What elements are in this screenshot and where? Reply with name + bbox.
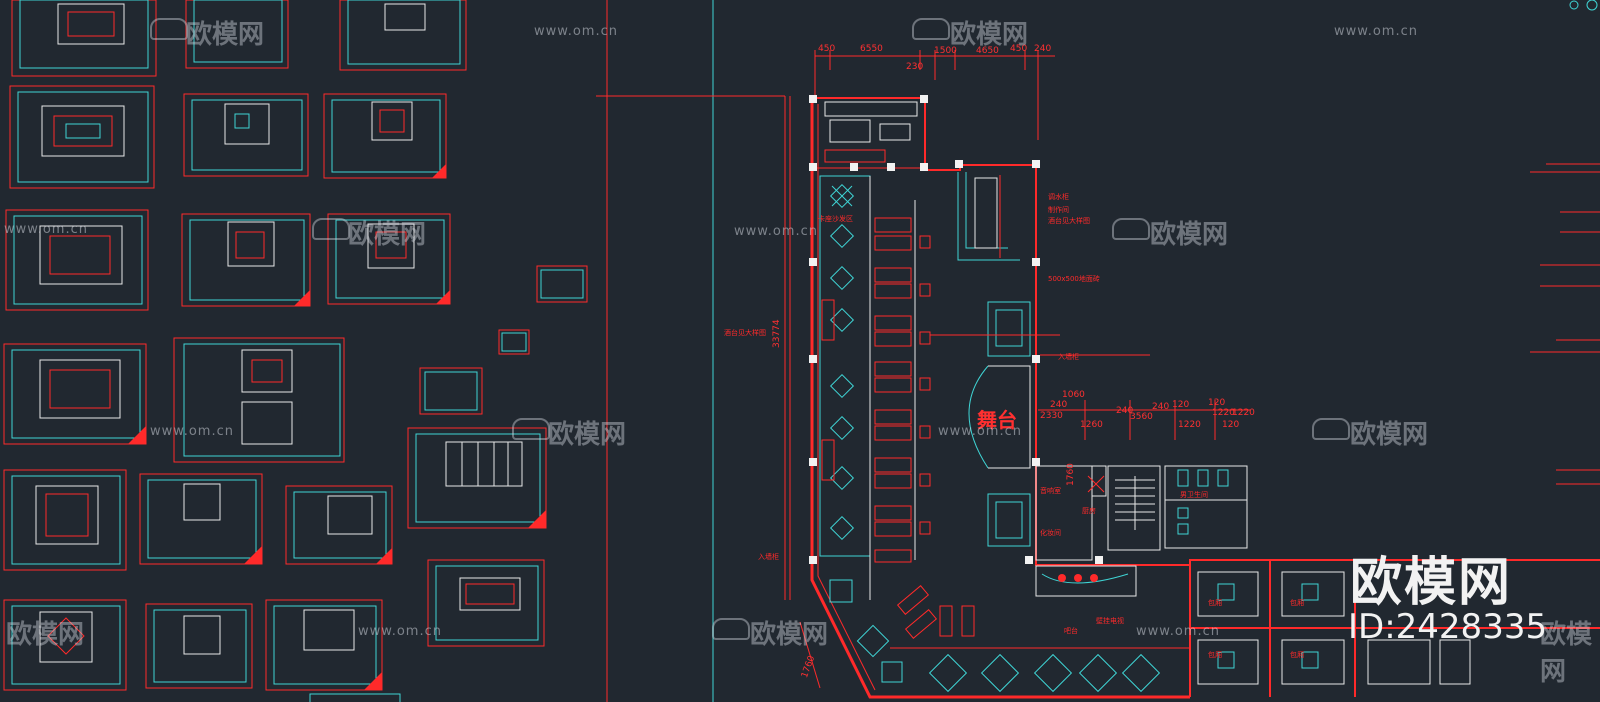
room-label-water-cabinet: 调水柜 — [1048, 193, 1069, 201]
watermark-logo-icon — [1312, 418, 1350, 440]
room-label-wall-cabinet-2: 入墙柜 — [758, 553, 779, 561]
sheet-thumbnails — [3, 0, 588, 702]
watermark-brand: 欧模网 — [1540, 620, 1593, 687]
dimension-top-1: 450 — [818, 44, 836, 54]
dimension-mid-7: 240 — [1152, 402, 1170, 412]
dimension-top-2: 6550 — [860, 44, 883, 54]
dimension-mid-9: 1220 — [1178, 420, 1201, 430]
watermark-logo-icon — [512, 418, 550, 440]
watermark-url: www.om.cn — [1334, 24, 1418, 39]
room-label-floor-tile: 500x500地面砖 — [1048, 275, 1100, 283]
floor-plan — [789, 0, 1600, 699]
watermark-url: www.om.cn — [534, 24, 618, 39]
room-label-bar: 吧台 — [1064, 627, 1078, 635]
room-label-bar-detail-1: 酒台见大样图 — [1048, 217, 1090, 225]
watermark-logo-icon — [1112, 218, 1150, 240]
room-label-wall-tv: 壁挂电视 — [1096, 617, 1124, 625]
room-label-kitchen: 厨房 — [1082, 507, 1096, 515]
watermark-logo-icon — [312, 218, 350, 240]
brand-name: 欧模网 — [1350, 553, 1513, 613]
room-label-dressing-room: 化妆间 — [1040, 529, 1061, 537]
asset-id: ID:2428335 — [1348, 607, 1548, 647]
dimension-mid-12: 1220 — [1232, 408, 1255, 418]
dimension-top-4: 1500 — [934, 46, 957, 56]
watermark-url: www.om.cn — [4, 222, 88, 237]
dimension-top-3: 230 — [906, 62, 924, 72]
watermark-url: www.om.cn — [358, 624, 442, 639]
room-label-private-room-2: 包厢 — [1290, 599, 1304, 607]
dimension-top-7: 240 — [1034, 44, 1052, 54]
watermark-brand: 欧模网 — [6, 620, 85, 650]
watermark-brand: 欧模网 — [950, 20, 1029, 50]
dimension-mid-13: 120 — [1222, 420, 1240, 430]
watermark-logo-icon — [150, 18, 188, 40]
stage-label: 舞台 — [977, 408, 1017, 432]
room-label-sound-room: 音响室 — [1040, 487, 1061, 495]
dimension-vertical-2: 1760 — [1066, 463, 1076, 486]
room-label-mens-restroom: 男卫生间 — [1180, 491, 1208, 499]
room-label-private-room-1: 包厢 — [1208, 599, 1222, 607]
dimension-top-6: 450 — [1010, 44, 1028, 54]
room-label-workroom: 制作间 — [1048, 206, 1069, 214]
watermark-logo-icon — [712, 618, 750, 640]
watermark-brand: 欧模网 — [548, 420, 627, 450]
guide-lines — [596, 0, 786, 702]
room-label-bar-detail-2: 酒台见大样图 — [724, 329, 766, 337]
dimension-mid-6: 3560 — [1130, 412, 1153, 422]
watermark-url: www.om.cn — [734, 224, 818, 239]
dimension-mid-11: 1220 — [1212, 408, 1235, 418]
room-label-wall-cabinet-1: 入墙柜 — [1058, 353, 1079, 361]
dimension-mid-8: 120 — [1172, 400, 1190, 410]
watermark-brand: 欧模网 — [348, 220, 427, 250]
watermark-brand: 欧模网 — [1150, 220, 1229, 250]
watermark-brand: 欧模网 — [1350, 420, 1429, 450]
dimension-mid-2: 240 — [1050, 400, 1068, 410]
watermark-url: www.om.cn — [150, 424, 234, 439]
dimension-mid-4: 1260 — [1080, 420, 1103, 430]
dimension-mid-3: 2330 — [1040, 411, 1063, 421]
dimension-mid-1: 1060 — [1062, 390, 1085, 400]
dimension-mid-5: 240 — [1116, 406, 1134, 416]
watermark-logo-icon — [912, 18, 950, 40]
room-label-private-room-4: 包厢 — [1290, 651, 1304, 659]
dimension-mid-10: 120 — [1208, 398, 1226, 408]
room-label-booth-area: 卡座沙发区 — [818, 215, 853, 223]
watermark-brand: 欧模网 — [186, 20, 265, 50]
dimension-vertical-1: 33774 — [772, 319, 782, 348]
watermark-url: www.om.cn — [938, 424, 1022, 439]
watermark-brand: 欧模网 — [750, 620, 829, 650]
dimension-top-5: 4650 — [976, 46, 999, 56]
room-label-private-room-3: 包厢 — [1208, 651, 1222, 659]
watermark-url: www.om.cn — [1136, 624, 1220, 639]
